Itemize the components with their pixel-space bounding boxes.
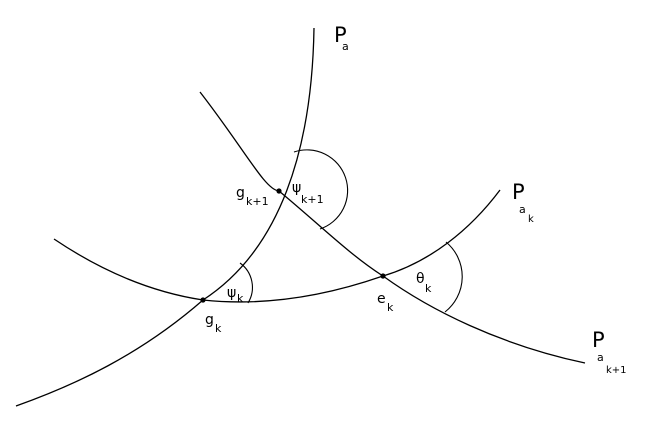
angle-arc-theta-k	[444, 241, 463, 313]
label-g-k-plus-1-sub: k+1	[246, 195, 269, 208]
label-psi-k-main: ψ	[227, 285, 236, 301]
label-p-a-main: P	[334, 23, 347, 47]
point-e-k	[380, 273, 386, 279]
label-psi-k: ψ k	[227, 285, 244, 305]
label-g-k: g k	[205, 312, 222, 335]
label-g-k-sub: k	[215, 322, 222, 335]
label-p-a-k-plus-1-main: P	[592, 328, 605, 352]
label-p-a-k-plus-1-subsub: k+1	[606, 365, 627, 376]
label-p-a-k: P a k	[512, 180, 534, 225]
label-psi-k-sub: k	[237, 292, 244, 305]
curve-p-a-k-plus-1	[199, 91, 586, 364]
angle-arc-psi-k-plus-1	[293, 149, 349, 230]
label-theta-k-sub: k	[425, 282, 432, 295]
label-p-a: P a	[334, 23, 349, 53]
label-theta-k: θ k	[416, 271, 432, 295]
label-p-a-k-main: P	[512, 180, 525, 204]
label-p-a-k-sub: a	[519, 203, 526, 216]
label-theta-k-main: θ	[416, 271, 425, 287]
label-p-a-k-plus-1: P a k+1	[592, 328, 627, 376]
curve-p-a	[15, 27, 315, 407]
label-p-a-sub: a	[342, 40, 349, 53]
label-g-k-main: g	[205, 312, 214, 328]
angle-arc-psi-k	[239, 262, 253, 304]
label-e-k-sub: k	[387, 301, 394, 314]
label-p-a-k-subsub: k	[528, 214, 534, 225]
label-psi-k-plus-1-main: ψ	[292, 180, 301, 196]
label-e-k-main: e	[377, 291, 386, 307]
point-g-k	[200, 297, 206, 303]
label-g-k-plus-1-main: g	[236, 185, 245, 201]
label-g-k-plus-1: g k+1	[236, 185, 269, 208]
curve-p-a-k	[53, 189, 501, 303]
label-psi-k-plus-1-sub: k+1	[301, 193, 324, 206]
label-e-k: e k	[377, 291, 394, 314]
label-psi-k-plus-1: ψ k+1	[292, 180, 324, 206]
label-p-a-k-plus-1-sub: a	[597, 351, 604, 364]
point-g-k-plus-1	[276, 188, 282, 194]
